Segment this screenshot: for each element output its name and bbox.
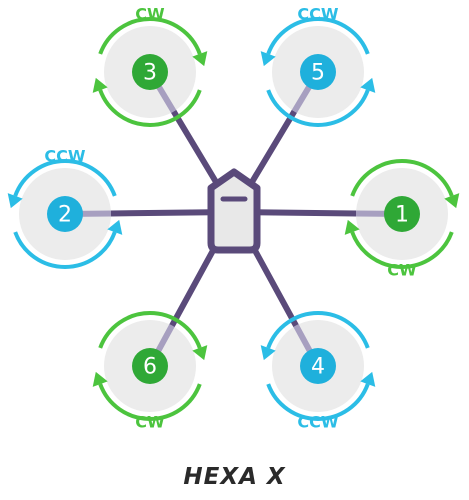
motor-6: 6CW [92, 311, 208, 432]
motor-3: 3 CW [92, 5, 208, 127]
rotation-arc [266, 17, 370, 55]
rotation-direction-label: CW [135, 413, 165, 432]
rotation-arrow-icon [92, 371, 108, 387]
rotation-arrow-icon [92, 77, 108, 93]
rotation-arc [13, 231, 117, 269]
rotation-direction-label: CCW [297, 5, 338, 24]
rotation-arc [98, 89, 202, 127]
rotation-arrow-icon [260, 345, 276, 361]
rotation-arrow-icon [444, 193, 460, 209]
rotation-arrow-icon [360, 77, 376, 93]
rotation-arrow-icon [344, 219, 360, 235]
motor-hub [300, 348, 336, 384]
rotation-arrow-icon [107, 219, 123, 235]
motor-number: 6 [143, 355, 157, 380]
motor-hub [300, 54, 336, 90]
rotation-arrow-icon [260, 51, 276, 67]
motor-5: 5 CCW [260, 5, 376, 127]
rotation-arrow-icon [360, 371, 376, 387]
motor-number: 2 [58, 203, 72, 228]
rotation-direction-label: CW [387, 261, 417, 280]
rotation-direction-label: CCW [44, 147, 85, 166]
rotation-arc [13, 159, 117, 197]
flight-controller-body [207, 168, 261, 254]
rotation-direction-label: CCW [297, 413, 338, 432]
rotation-arc [266, 89, 370, 127]
motor-hub [132, 348, 168, 384]
rotation-arrow-icon [192, 51, 208, 67]
rotation-arc [266, 383, 370, 421]
frame-type-title: HEXA X [183, 464, 286, 490]
rotation-arc [98, 311, 202, 349]
rotation-arc [266, 311, 370, 349]
motor-number: 4 [311, 355, 325, 380]
motor-1: 1CW [344, 159, 460, 280]
rotation-arrow-icon [192, 345, 208, 361]
rotation-arc [350, 159, 454, 197]
rotation-direction-label: CW [135, 5, 165, 24]
rotation-arrow-icon [7, 193, 23, 209]
rotation-arc [350, 231, 454, 269]
motor-number: 5 [311, 61, 325, 86]
rotation-arc [98, 17, 202, 55]
flight-controller-outline [207, 168, 261, 254]
motor-hub [384, 196, 420, 232]
motor-hub [132, 54, 168, 90]
motor-hub [47, 196, 83, 232]
rotation-arc [98, 383, 202, 421]
motor-2: 2 CCW [7, 147, 123, 269]
motor-number: 3 [143, 61, 157, 86]
motor-number: 1 [395, 203, 409, 228]
